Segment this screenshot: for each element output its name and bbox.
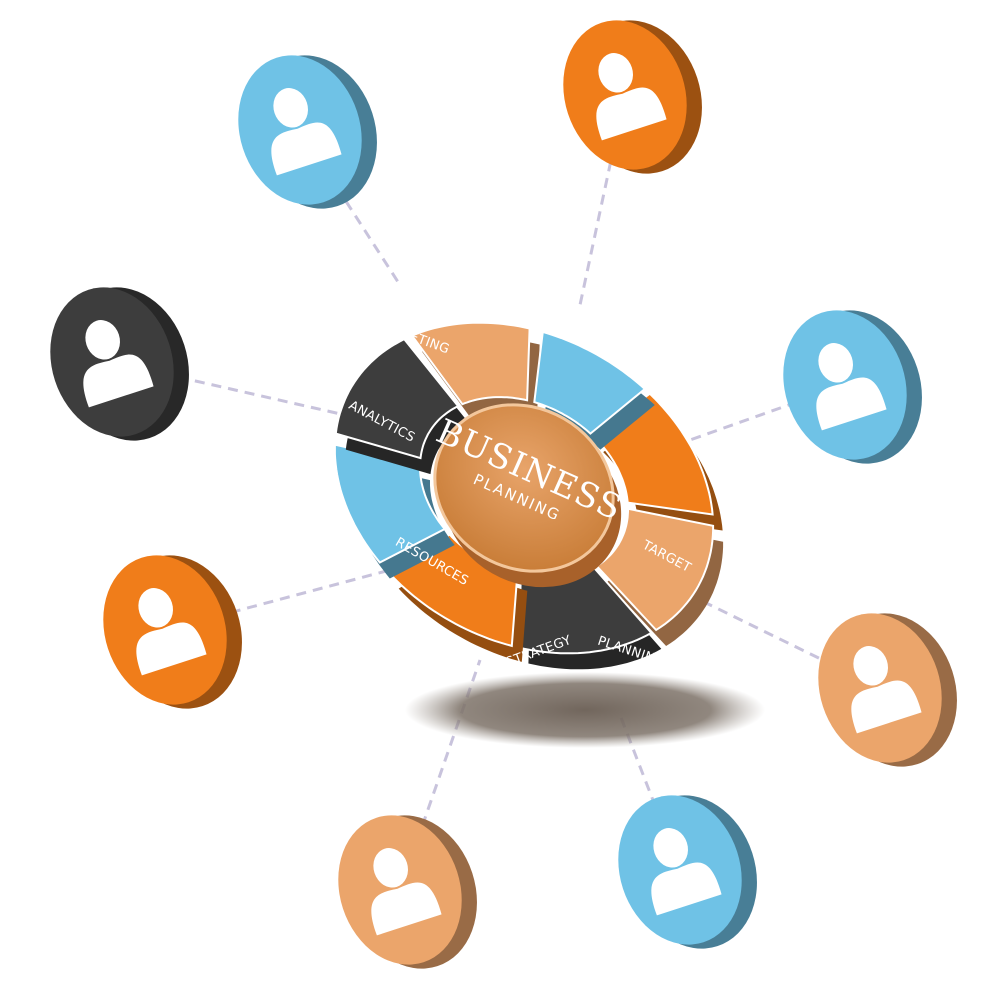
person-icon <box>83 320 154 408</box>
people-group <box>50 20 957 969</box>
person-icon <box>651 828 722 916</box>
person-badge-bottom-right <box>618 795 757 949</box>
person-icon <box>371 848 442 936</box>
segment-face <box>410 321 531 406</box>
segment-face <box>533 330 647 435</box>
person-badge-right <box>783 310 922 464</box>
connector-line <box>298 129 402 286</box>
wheel-shadow <box>405 672 765 748</box>
segment-resources: RESOURCES <box>334 337 471 589</box>
person-icon <box>596 53 667 141</box>
person-badge-lower-left <box>103 555 242 709</box>
person-badge-left <box>50 287 189 441</box>
planning-wheel: MARKETTEAMTARGETPLANNINGSTRATEGYRESOURCE… <box>333 316 724 670</box>
person-badge-lower-right <box>818 613 957 767</box>
segment-face <box>334 337 460 460</box>
person-icon <box>851 646 922 734</box>
person-badge-bottom-left <box>338 815 477 969</box>
person-icon <box>136 588 207 676</box>
segment-strategy: STRATEGY <box>333 443 574 670</box>
person-icon <box>271 88 342 176</box>
connector-line <box>689 383 846 442</box>
person-badge-top-left <box>238 55 377 209</box>
person-badge-top-right <box>563 20 702 174</box>
hub: BUSINESS PLANNING <box>430 403 628 588</box>
person-icon <box>816 343 887 431</box>
hub-face <box>433 403 615 573</box>
